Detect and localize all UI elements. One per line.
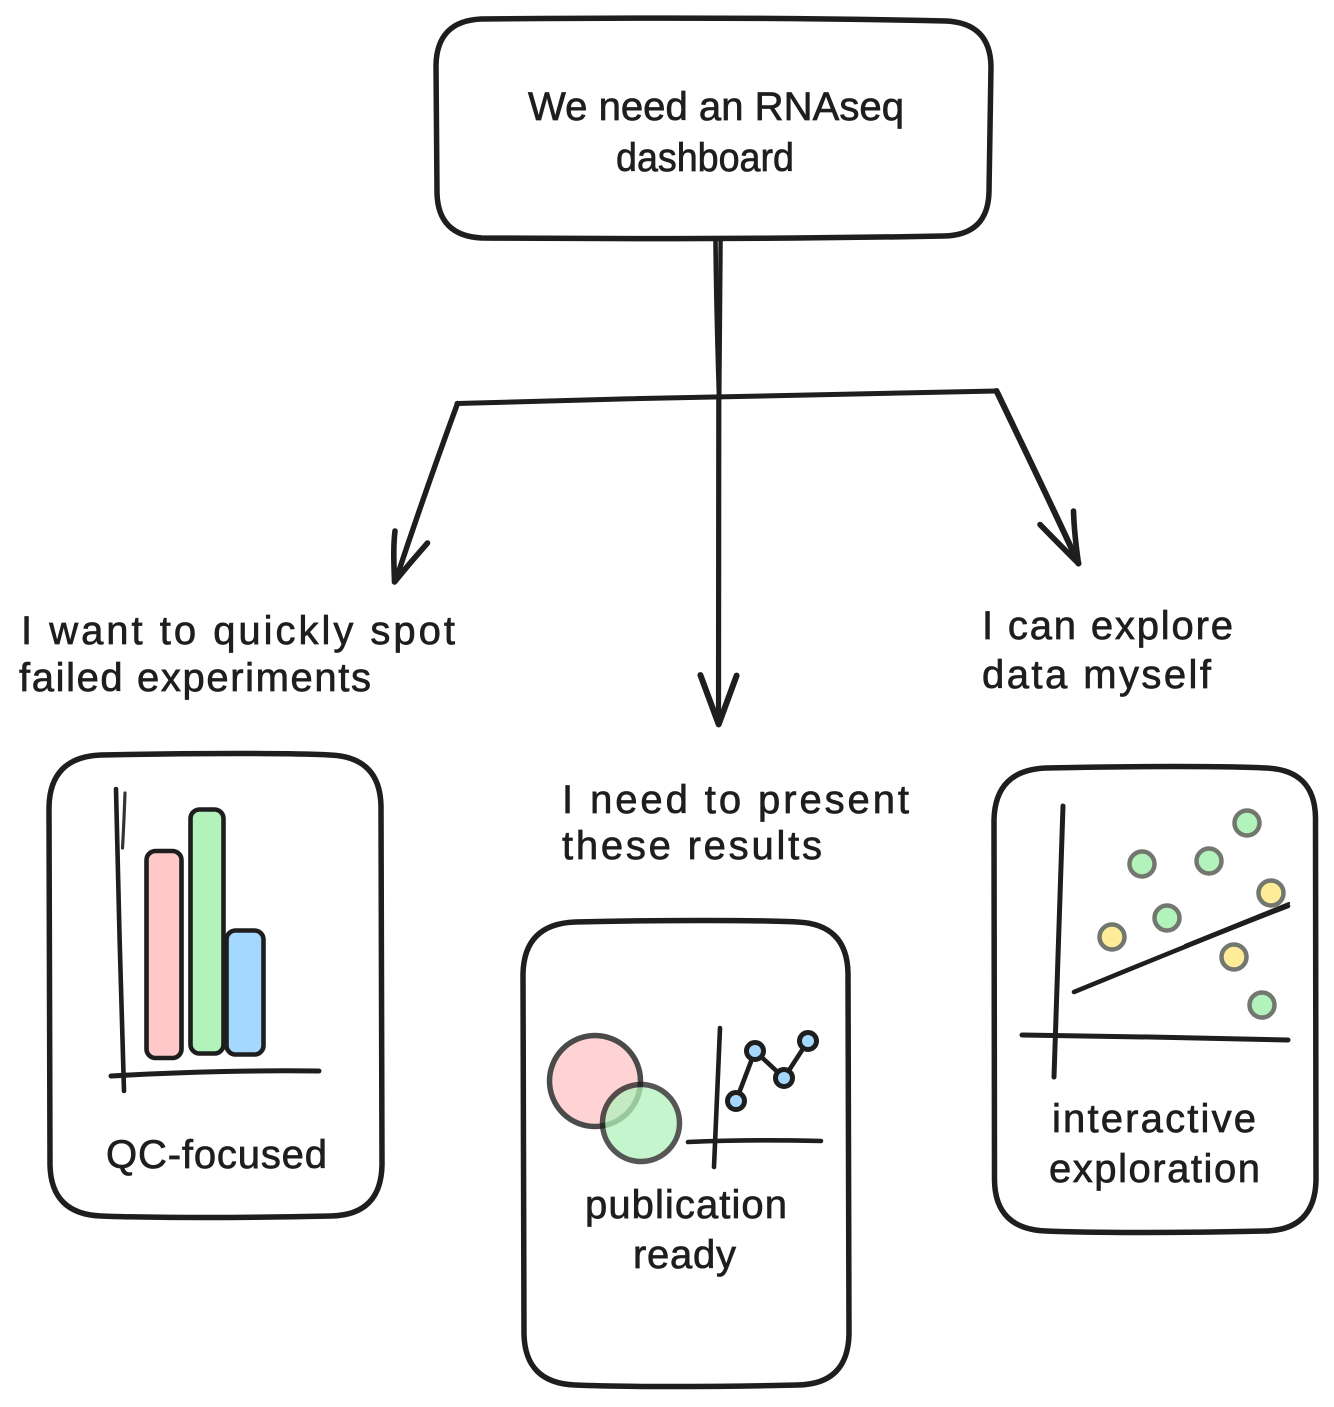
svg-text:ready: ready (633, 1233, 736, 1277)
svg-text:dashboard: dashboard (616, 136, 794, 180)
svg-text:QC-focused: QC-focused (106, 1133, 327, 1177)
svg-text:data myself: data myself (982, 653, 1212, 697)
svg-text:I can explore: I can explore (982, 604, 1233, 648)
svg-text:We need an RNAseq: We need an RNAseq (528, 85, 904, 129)
svg-text:I want to quickly spot: I want to quickly spot (21, 609, 455, 653)
svg-text:these results: these results (562, 824, 822, 868)
svg-text:publication: publication (585, 1183, 787, 1227)
svg-text:I need to present: I need to present (562, 778, 909, 822)
svg-text:interactive: interactive (1052, 1097, 1256, 1141)
svg-text:exploration: exploration (1049, 1147, 1260, 1191)
svg-text:failed experiments: failed experiments (19, 656, 371, 700)
